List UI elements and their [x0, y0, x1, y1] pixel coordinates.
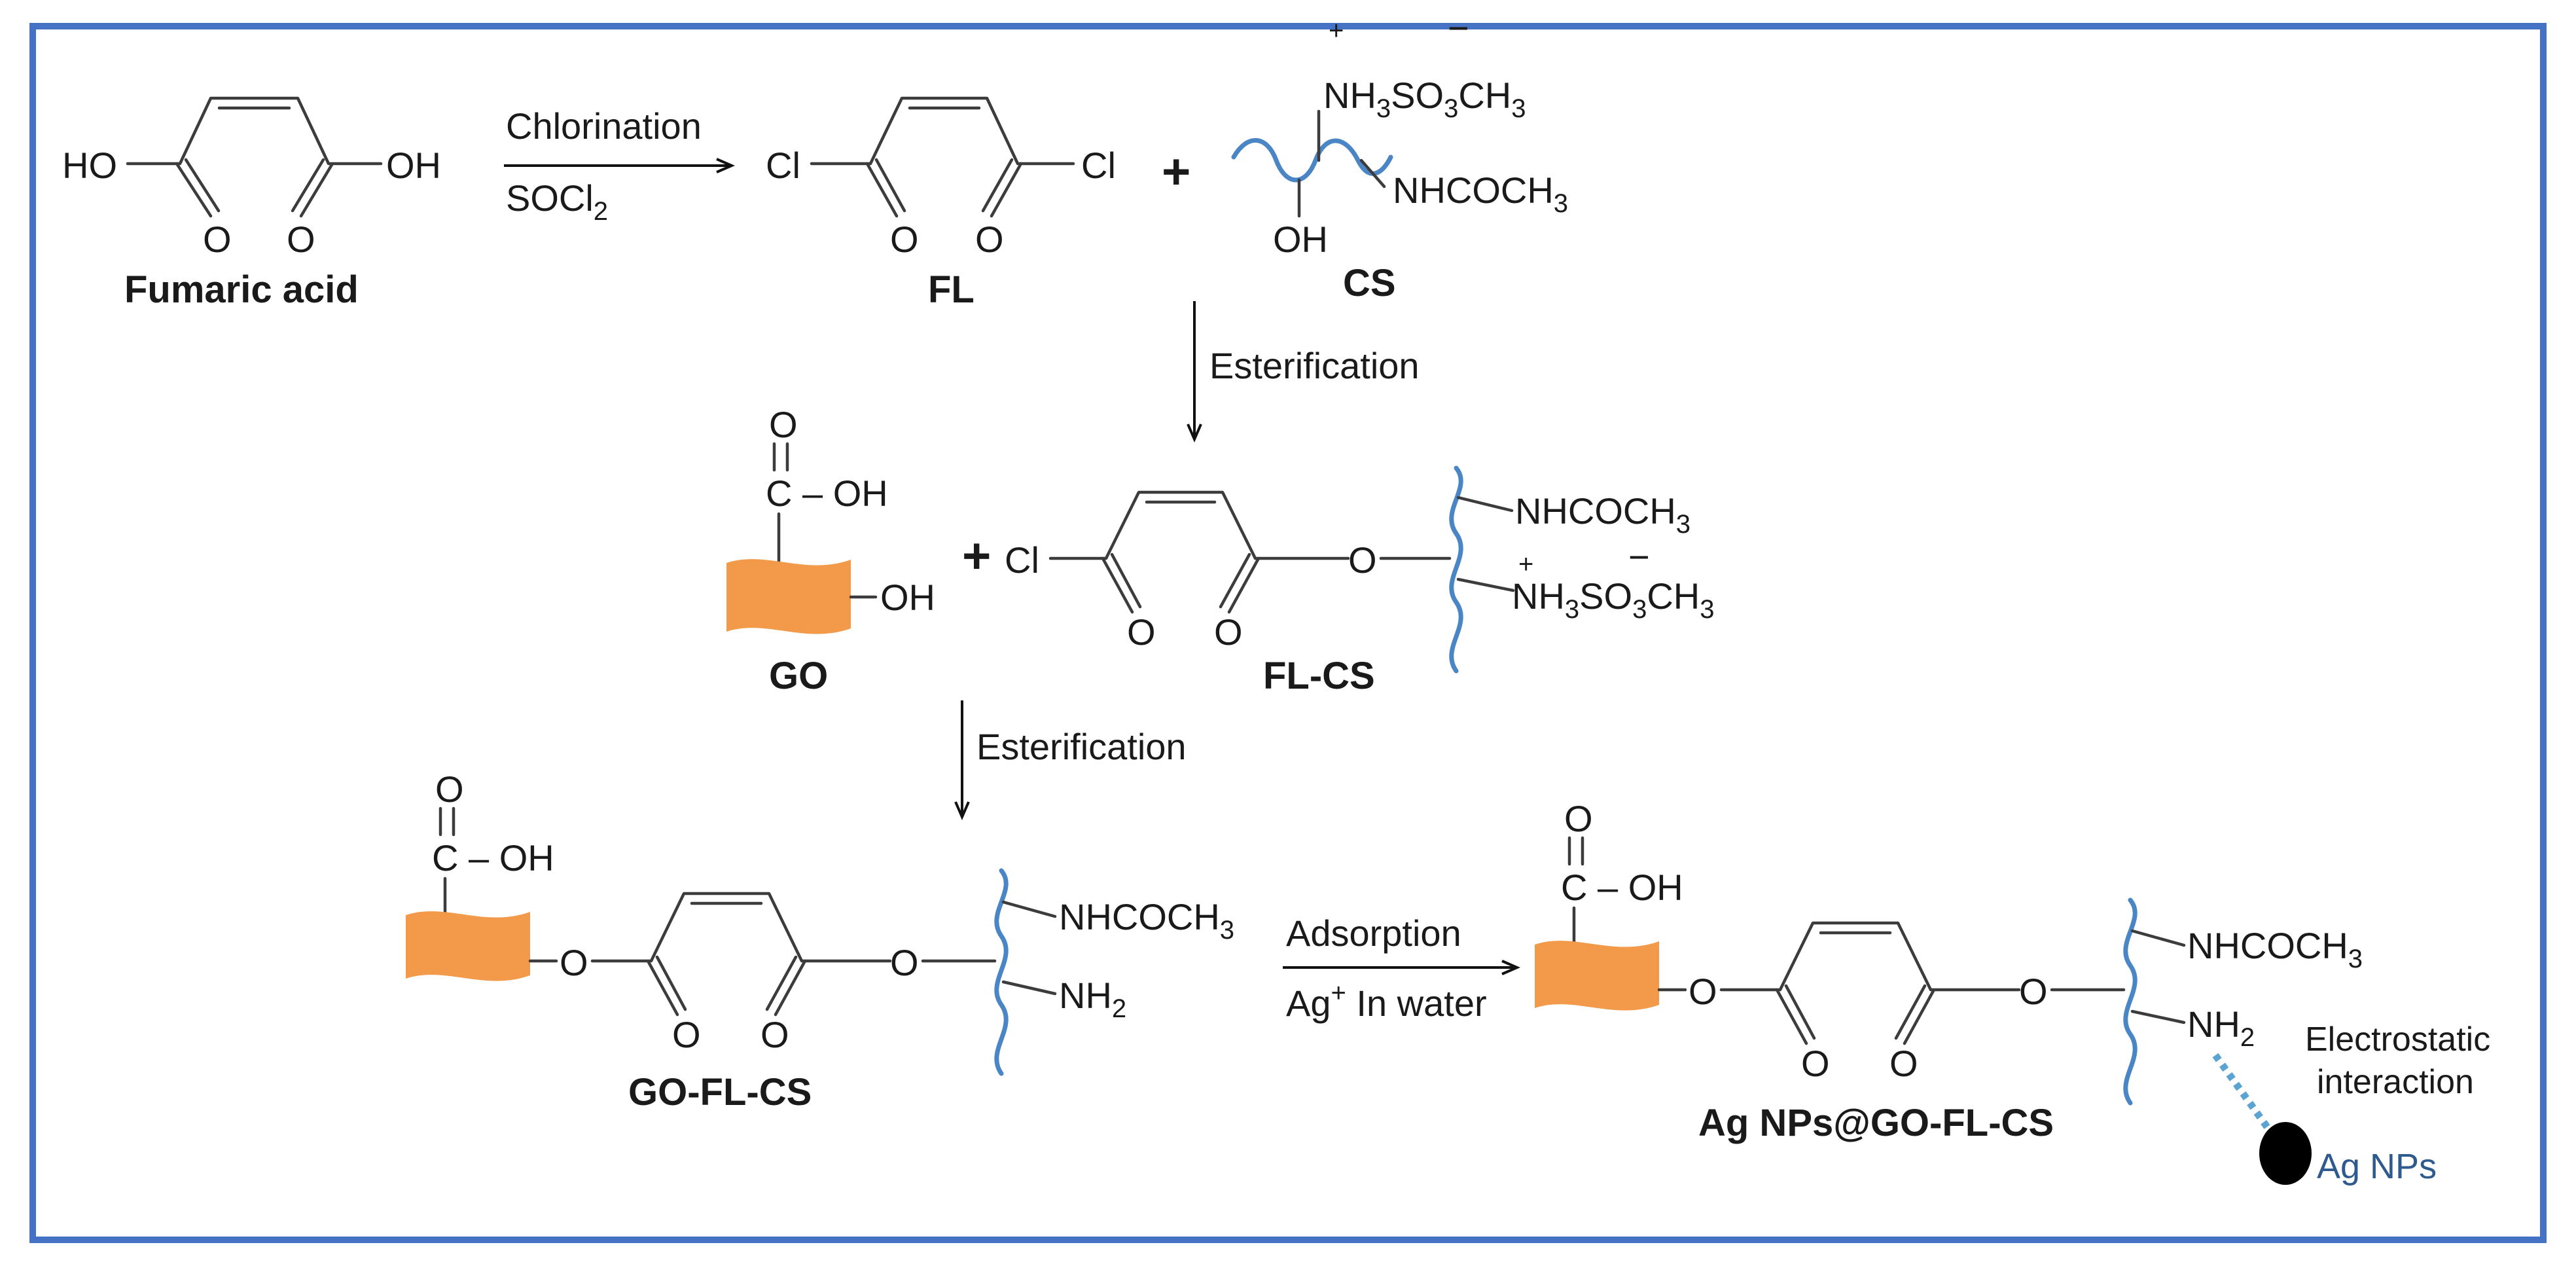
carboxyl-label: C – OH	[1561, 867, 1683, 908]
nhcoch3-label: NHCOCH3	[2187, 925, 2363, 973]
nh2-label: NH2	[2187, 1004, 2255, 1052]
minus-charge: −	[1448, 7, 1469, 48]
o-label: O	[203, 219, 232, 260]
go-label: GO	[769, 655, 828, 697]
nhcoch3-label: NHCOCH3	[1393, 170, 1568, 218]
esterification-label-1: Esterification	[1209, 345, 1420, 386]
ag-ion-label: Ag+ In water	[1286, 979, 1487, 1024]
fumaric-acid-structure: HO O O OH	[62, 96, 441, 260]
fl-label: FL	[928, 268, 975, 311]
go-fl-cs-structure: O C – OH O O O O NHCOCH3 NH2	[406, 769, 1234, 1076]
plus-sign: +	[1162, 144, 1190, 200]
o-label: O	[769, 404, 798, 445]
ester-o-label: O	[1348, 539, 1377, 581]
fl-cs-structure: Cl O O O NHCOCH3 + NH3SO3CH3 −	[1005, 465, 1714, 674]
socl2-label: SOCl2	[506, 177, 608, 226]
chlorination-label: Chlorination	[506, 105, 702, 147]
o-label: O	[1214, 611, 1243, 653]
cl-label: Cl	[1005, 539, 1039, 581]
oh-label: OH	[880, 577, 935, 618]
o-label: O	[1889, 1043, 1918, 1084]
figure-frame	[29, 23, 2547, 1243]
nhcoch3-label: NHCOCH3	[1059, 896, 1234, 945]
o-label: O	[435, 769, 464, 810]
o-label: O	[1801, 1043, 1830, 1084]
ester-o-label: O	[560, 942, 588, 983]
ammonium-mesylate-label: NH3SO3CH3	[1512, 575, 1714, 624]
ag-nps-label: Ag NPs	[2317, 1147, 2437, 1186]
ester-o-label: O	[1689, 971, 1717, 1012]
cs-label: CS	[1343, 262, 1396, 304]
o-label: O	[760, 1014, 789, 1055]
o-label: O	[287, 219, 315, 260]
ag-nps-go-fl-cs-structure: O C – OH O O O O NHCOCH3 NH2 Electrostat…	[1535, 798, 2490, 1186]
adsorption-label: Adsorption	[1286, 913, 1461, 954]
o-label: O	[1564, 798, 1593, 839]
go-fl-cs-label: GO-FL-CS	[628, 1071, 812, 1113]
carboxyl-label: C – OH	[432, 837, 554, 878]
cl-label: Cl	[766, 145, 800, 186]
ester-o-label: O	[890, 942, 919, 983]
esterification-label-2: Esterification	[976, 726, 1187, 767]
ho-label: HO	[62, 145, 117, 186]
plus-charge: +	[1329, 16, 1344, 45]
o-label: O	[975, 219, 1004, 260]
ester-o-label: O	[2019, 971, 2048, 1012]
o-label: O	[890, 219, 919, 260]
electrostatic-label-1: Electrostatic	[2305, 1021, 2490, 1058]
oh-label: OH	[386, 145, 441, 186]
electrostatic-link	[2212, 1053, 2274, 1135]
fl-structure: Cl O O Cl	[766, 96, 1116, 260]
ag-nanoparticle	[2259, 1122, 2312, 1185]
cs-structure: + NH3SO3CH3 − NHCOCH3 OH	[1231, 7, 1568, 260]
minus-charge: −	[1628, 536, 1650, 577]
fl-cs-label: FL-CS	[1263, 655, 1375, 697]
o-label: O	[1127, 611, 1156, 653]
fumaric-acid-label: Fumaric acid	[124, 268, 359, 311]
nhcoch3-label: NHCOCH3	[1515, 490, 1690, 539]
ag-nps-go-fl-cs-label: Ag NPs@GO-FL-CS	[1698, 1102, 2054, 1144]
carboxyl-label: C – OH	[766, 473, 888, 514]
ammonium-mesylate-label: NH3SO3CH3	[1323, 75, 1526, 123]
electrostatic-label-2: interaction	[2317, 1063, 2474, 1101]
cl-label: Cl	[1081, 145, 1116, 186]
plus-charge: +	[1518, 550, 1533, 579]
go-structure: O C – OH OH	[726, 404, 935, 634]
o-label: O	[672, 1014, 701, 1055]
oh-label: OH	[1273, 219, 1328, 260]
plus-sign: +	[962, 528, 991, 584]
nh2-label: NH2	[1059, 975, 1126, 1023]
